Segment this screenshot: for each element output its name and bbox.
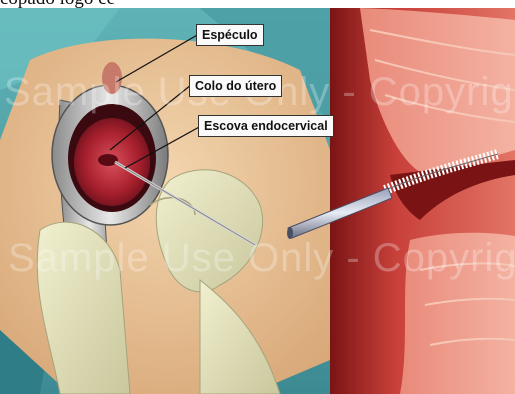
watermark-bottom: Sample Use Only - Copyrighted xyxy=(8,236,515,281)
label-especulo: Espéculo xyxy=(196,24,264,46)
left-panel xyxy=(0,8,330,394)
label-colo-do-utero: Colo do útero xyxy=(189,75,282,97)
label-escova-endocervical: Escova endocervical xyxy=(198,115,334,137)
